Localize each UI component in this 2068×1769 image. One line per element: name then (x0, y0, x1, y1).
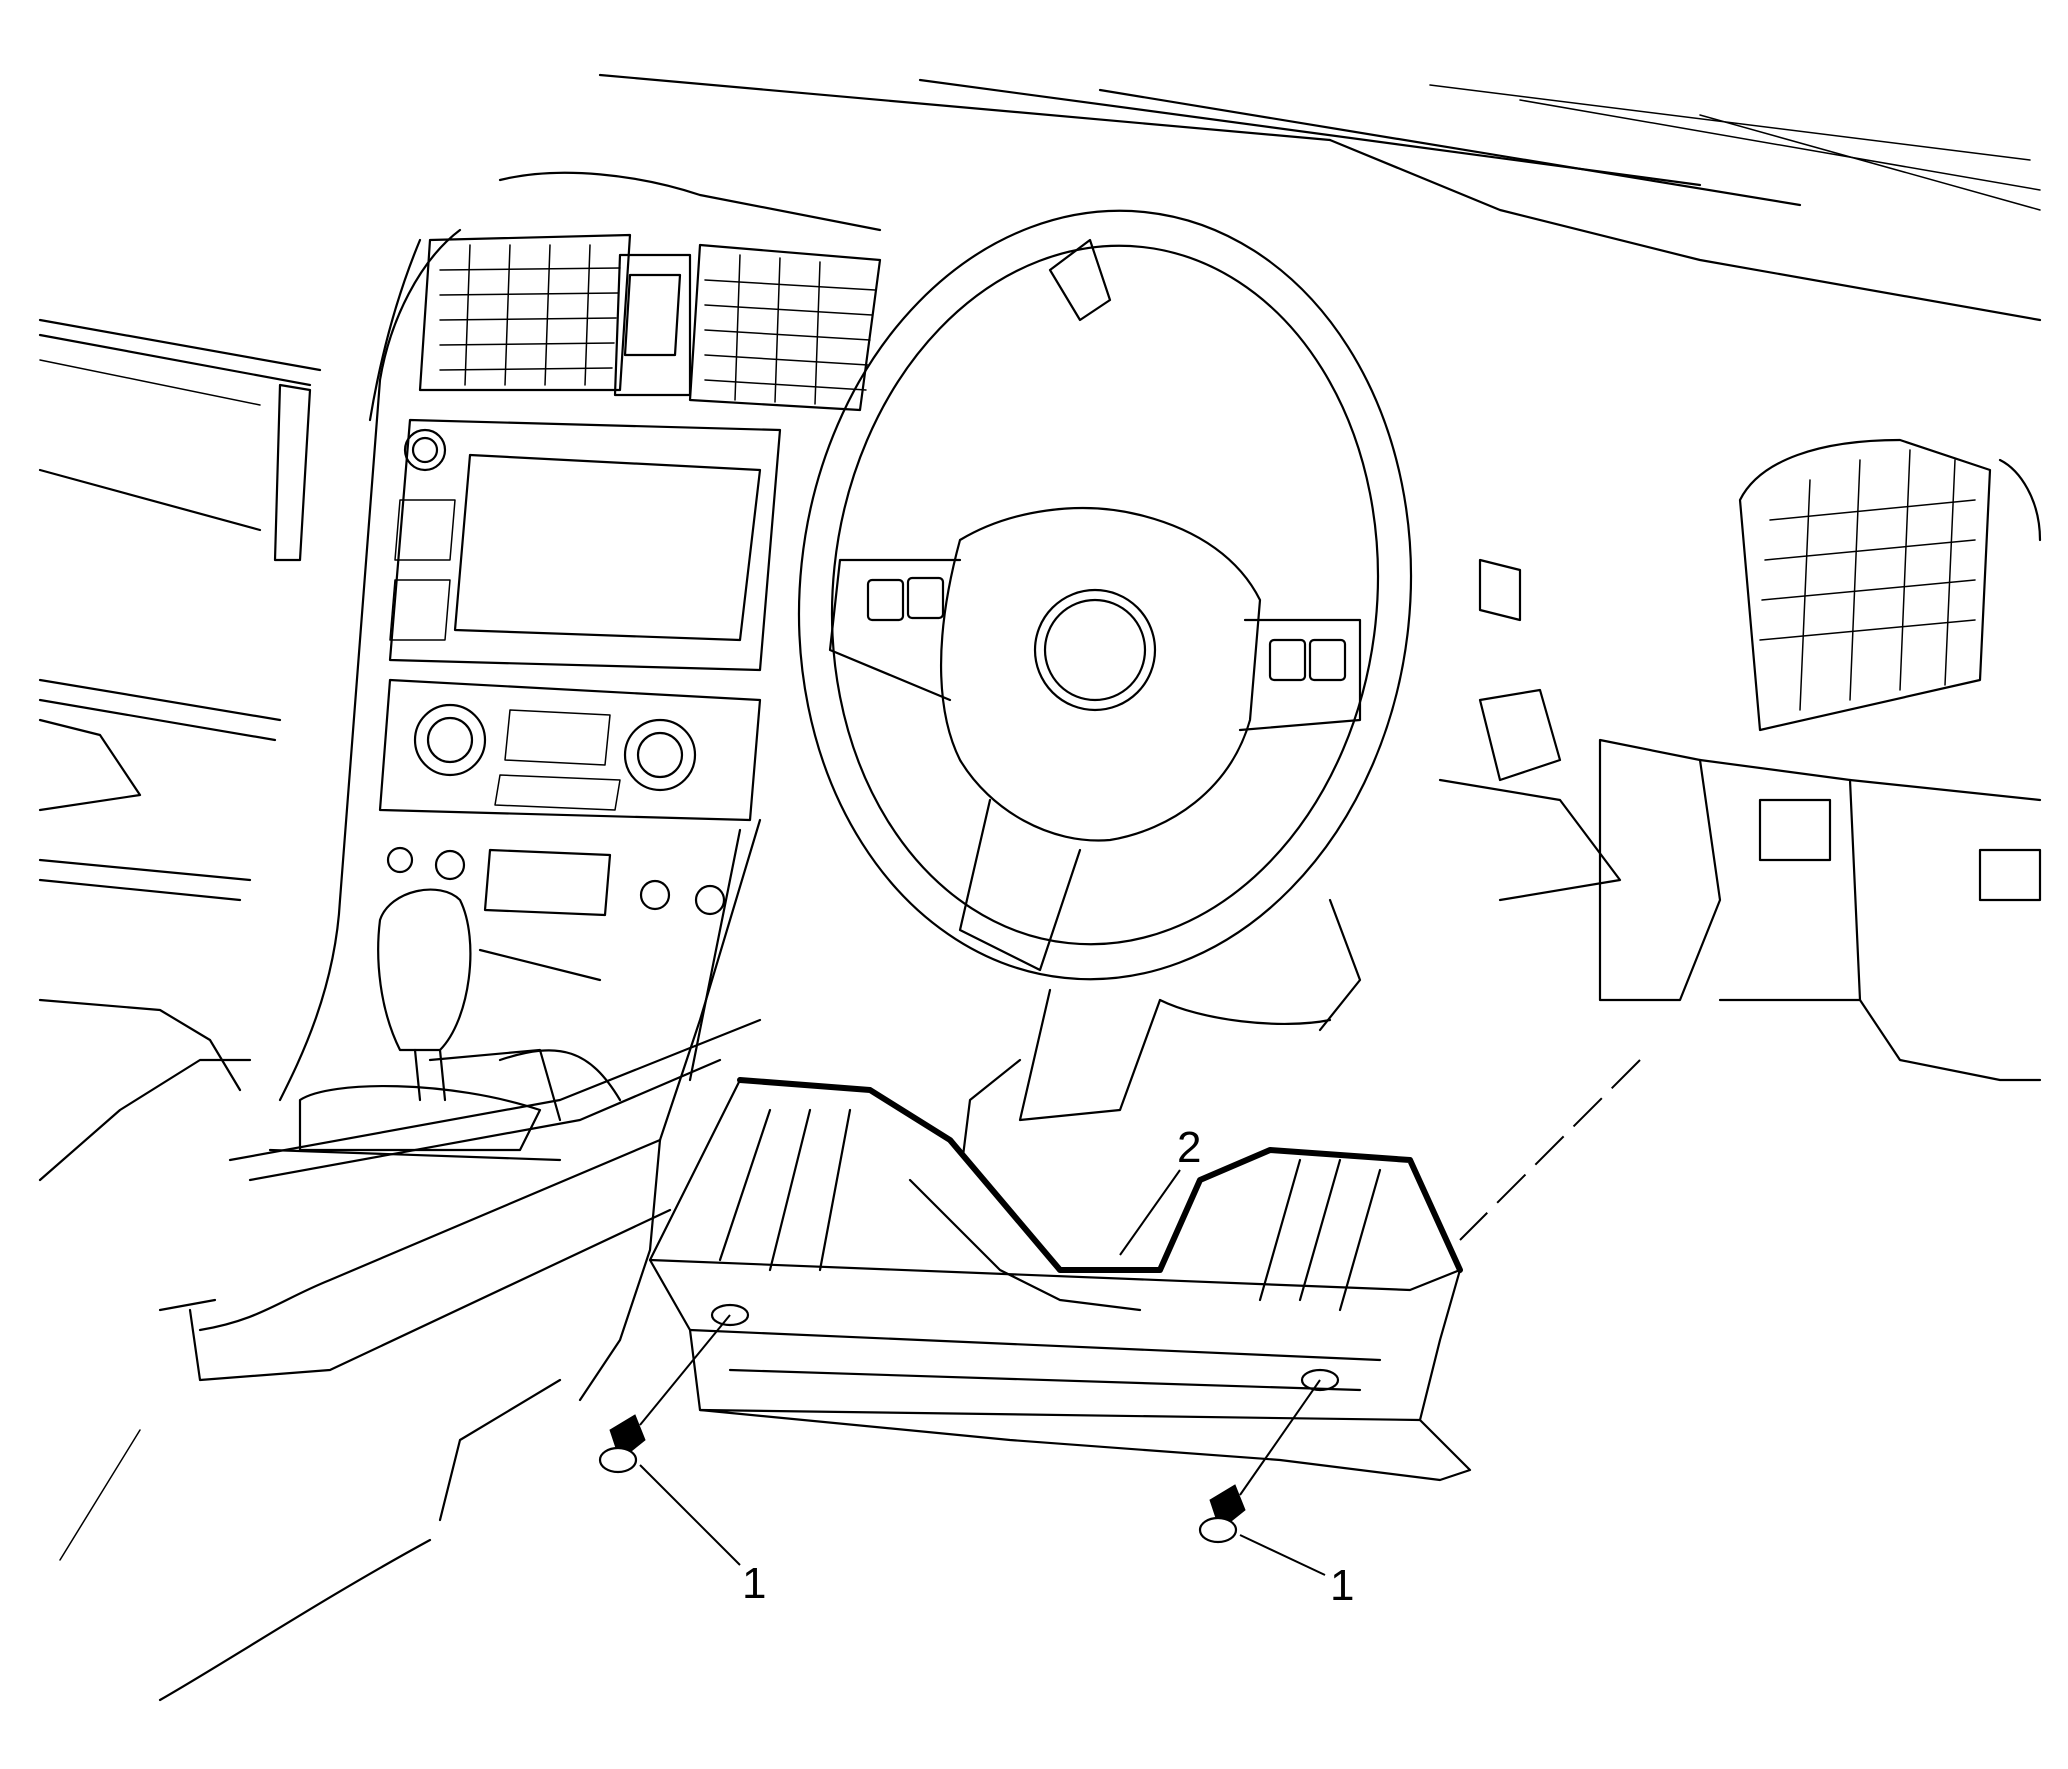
center-console (59, 171, 882, 1702)
windshield-lines (598, 73, 2042, 322)
right-vent-cluster (1438, 438, 2042, 1082)
radio-display (388, 418, 782, 672)
gear-shifter (268, 888, 602, 1162)
steering-wheel (797, 209, 1413, 981)
fastener-left (598, 1414, 646, 1474)
callout-panel: 2 (1177, 1123, 1201, 1172)
fastener-right (1198, 1484, 1246, 1544)
steering-column (958, 898, 1362, 1182)
climate-controls (378, 678, 762, 917)
left-dashboard (38, 318, 322, 1182)
leader-lines (639, 1059, 1641, 1576)
callout-fastener-left: 1 (742, 1559, 766, 1608)
knee-bolster-panel (648, 1077, 1472, 1482)
center-vents (418, 233, 882, 412)
callout-fastener-right: 1 (1330, 1561, 1354, 1610)
